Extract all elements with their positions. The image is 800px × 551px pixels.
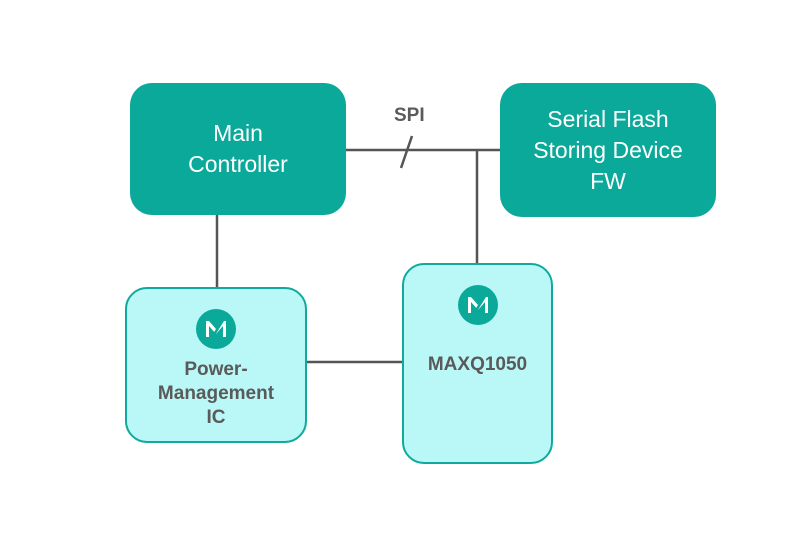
serial-flash-label-line-2: Storing Device bbox=[533, 136, 683, 163]
maxim-logo-icon bbox=[196, 309, 236, 349]
main-controller-label-line-2: Controller bbox=[188, 151, 288, 177]
power-management-ic-label: Power- Management IC bbox=[158, 358, 274, 430]
serial-flash-label-line-1: Serial Flash bbox=[547, 105, 669, 132]
main-controller-label-line-1: Main bbox=[213, 120, 263, 146]
serial-flash-label-line-3: FW bbox=[590, 167, 626, 194]
pmic-label-line-1: Power- bbox=[184, 359, 248, 380]
pmic-label-line-2: Management bbox=[157, 383, 275, 404]
maxq1050-label-line-1: MAXQ1050 bbox=[427, 354, 528, 375]
main-controller-block: Main Controller bbox=[130, 83, 346, 215]
maxq1050-block: MAXQ1050 bbox=[402, 263, 553, 464]
maxim-logo-icon bbox=[457, 285, 498, 325]
maxq1050-label: MAXQ1050 bbox=[428, 353, 527, 377]
spi-bus-slash bbox=[399, 135, 414, 169]
serial-flash-block: Serial Flash Storing Device FW bbox=[500, 83, 716, 217]
power-management-ic-block: Power- Management IC bbox=[125, 287, 307, 443]
pmic-label-line-3: IC bbox=[206, 407, 226, 428]
spi-label: SPI bbox=[394, 105, 425, 126]
